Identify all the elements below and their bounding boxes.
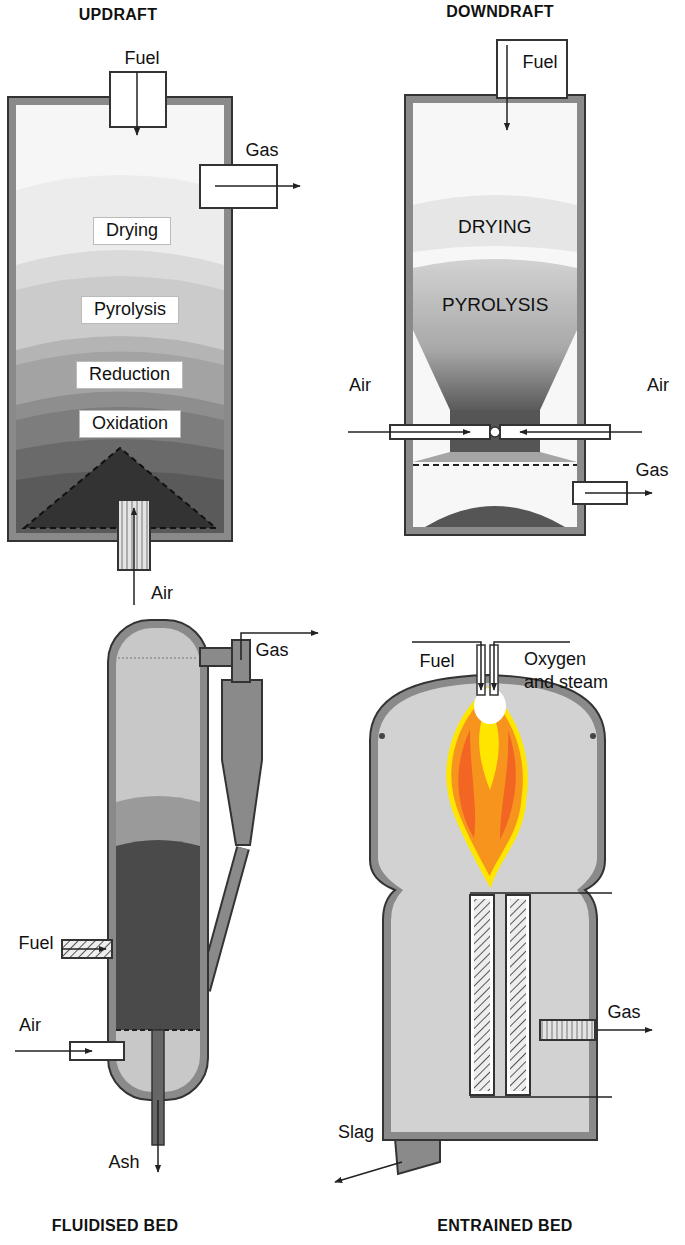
flow-label: Fuel (18, 932, 53, 955)
zone-label: DRYING (454, 215, 536, 240)
drying-layer (16, 175, 224, 533)
ash-arrow (157, 1100, 159, 1172)
flow-label: Air (349, 374, 371, 397)
gas-arrow (585, 492, 652, 494)
wall-port (379, 733, 385, 739)
cooling-pipe (470, 1096, 612, 1098)
dipleg-outline (204, 848, 243, 990)
flow-label: Air (151, 582, 173, 605)
fuel-arrow (62, 948, 106, 950)
gas-arrow (215, 185, 300, 187)
zone-name: Pyrolysis (94, 299, 166, 321)
flow-label: Air (19, 1014, 41, 1037)
freeboard-line (118, 658, 198, 659)
flow-label: Air (647, 374, 669, 397)
vessel-inside (378, 683, 597, 1132)
flow-label: Gas (245, 139, 278, 162)
zone-label: PYROLYSIS (438, 293, 552, 318)
slag-outlet (395, 1138, 440, 1174)
zone-label: Reduction (76, 361, 183, 389)
flow-label: Gas (635, 459, 668, 482)
wall-port (590, 733, 596, 739)
zone-name: Reduction (89, 364, 170, 386)
cyclone (222, 680, 262, 845)
flow-label: Gas (255, 639, 288, 662)
screw-feeder (62, 940, 112, 958)
cooling-pipe (470, 892, 612, 894)
gas-duct (200, 648, 236, 666)
gasifier-vessel: ENTRAINED BED (370, 675, 605, 1140)
zone-name: PYROLYSIS (442, 294, 548, 317)
flow-label: Oxygen and steam (524, 648, 614, 693)
gasifier-title: ENTRAINED BED (437, 1217, 572, 1235)
gasifier-title: UPDRAFT (79, 6, 158, 24)
vessel-inside (16, 105, 224, 533)
grate (413, 464, 577, 466)
layer (16, 250, 224, 533)
fuel-arrow (136, 72, 138, 135)
air-arrow (15, 1050, 92, 1052)
flame-tongue (500, 730, 516, 840)
gasifier-vessel: FLUIDISED BED (108, 620, 208, 1100)
fuel-arrow (412, 642, 481, 690)
vessel-inside (413, 103, 577, 527)
flow-label: Slag (338, 1121, 374, 1144)
flow-label: Ash (108, 1151, 139, 1174)
ash-heap (425, 506, 565, 527)
flow-label: Gas (607, 1001, 640, 1024)
flow-label: Fuel (419, 650, 454, 673)
drying-band (413, 195, 577, 252)
gasifier-title: FLUIDISED BED (52, 1217, 179, 1235)
zone-name: Oxidation (92, 413, 168, 435)
heat-exchanger-core (474, 899, 490, 1091)
zone-label: Pyrolysis (81, 296, 179, 324)
gas-outlet (540, 1020, 595, 1040)
gasifier-vessel: DOWNDRAFTDRYINGPYROLYSIS (405, 95, 585, 535)
air-arrow (520, 431, 642, 433)
vessel-wall (8, 97, 232, 541)
reduction-cone (413, 452, 577, 462)
fluidised-bed (116, 840, 200, 1030)
zone-label: Oxidation (79, 410, 181, 438)
vessel-wall (370, 675, 605, 1140)
pyrolysis-band (413, 259, 577, 410)
fuel-inlet (110, 72, 166, 127)
updraft-gasifier (8, 72, 300, 605)
vessel-wall (108, 620, 208, 1100)
downdraft-gasifier (348, 40, 652, 535)
air-arrow (348, 431, 470, 433)
air-arrow (133, 508, 135, 605)
nozzle-hole (490, 427, 500, 437)
zone-name: Drying (106, 220, 158, 242)
vessel-inside (116, 628, 200, 1092)
fluidised-bed-gasifier (15, 620, 318, 1172)
heat-exchanger-core (510, 899, 526, 1091)
flow-label: Fuel (124, 47, 159, 70)
fuel-arrow (506, 45, 508, 130)
pyrolysis-layer (16, 276, 224, 533)
zone-label: Drying (93, 217, 171, 245)
flow-label: Fuel (522, 51, 557, 74)
heat-exchanger (470, 895, 494, 1095)
slag-arrow (335, 1162, 402, 1182)
entrained-bed-gasifier (335, 642, 652, 1182)
heat-exchanger (506, 895, 530, 1095)
dipleg (204, 848, 243, 990)
gasifier-vessel: UPDRAFTDryingPyrolysisReductionOxidation (8, 97, 232, 541)
zone-name: DRYING (458, 216, 532, 239)
flame-tongue (458, 730, 475, 838)
gasifier-title: DOWNDRAFT (446, 3, 554, 21)
vessel-wall (405, 95, 585, 535)
gas-arrow (597, 1029, 652, 1031)
bed-top (116, 796, 200, 1030)
